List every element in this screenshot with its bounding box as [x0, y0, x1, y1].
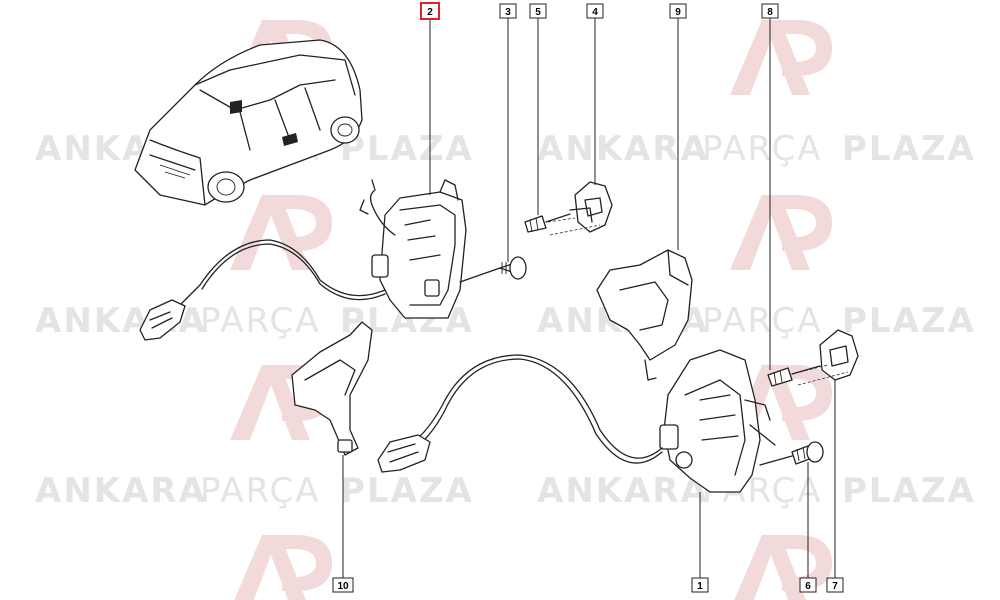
watermark-text-ankara: ANKARA	[537, 471, 709, 511]
car-illustration	[134, 39, 363, 206]
callout-label: 10	[337, 581, 349, 592]
callout-1[interactable]: 1	[691, 577, 709, 593]
callout-label: 4	[592, 7, 598, 18]
callout-6[interactable]: 6	[799, 577, 817, 593]
callout-label: 1	[697, 581, 703, 592]
callout-label: 2	[427, 7, 433, 18]
callout-label: 7	[832, 581, 838, 592]
ap-logo-icon	[230, 195, 332, 270]
callout-label: 8	[767, 7, 773, 18]
watermark-text-ankara: ANKARA	[35, 471, 207, 511]
bracket-10	[291, 321, 373, 456]
watermark-text-plaza: PLAZA	[340, 471, 474, 511]
screw-3	[459, 256, 527, 283]
ap-logo-icon	[734, 535, 832, 600]
callout-2[interactable]: 2	[420, 2, 440, 20]
watermark-text-plaza: PLAZA	[842, 129, 976, 169]
watermark-text-parca: PARÇA	[702, 301, 823, 341]
callout-label: 3	[505, 7, 511, 18]
bracket-9	[596, 249, 693, 381]
watermark-text-plaza: PLAZA	[842, 301, 976, 341]
watermark-text-plaza: PLAZA	[842, 471, 976, 511]
watermark-text-parca: PARÇA	[200, 471, 321, 511]
callout-label: 9	[675, 7, 681, 18]
callout-7[interactable]: 7	[826, 577, 844, 593]
watermark-text-ankara: ANKARA	[537, 129, 709, 169]
watermark-text-parca: PARÇA	[702, 129, 823, 169]
ap-logo-icon	[730, 195, 832, 270]
callout-label: 6	[805, 581, 811, 592]
leader-lines	[342, 18, 836, 578]
watermark-text-parca: PARÇA	[200, 301, 321, 341]
callout-10[interactable]: 10	[332, 577, 354, 593]
screw-6	[759, 441, 824, 466]
callout-3[interactable]: 3	[499, 3, 517, 19]
rear-door-lock	[377, 349, 776, 493]
screw-8	[767, 365, 821, 387]
ap-logo-icon	[730, 20, 832, 95]
front-door-lock	[139, 179, 467, 341]
callout-8[interactable]: 8	[761, 3, 779, 19]
callout-5[interactable]: 5	[529, 3, 547, 19]
striker-7	[797, 329, 859, 386]
watermark-text-plaza: PLAZA	[340, 129, 474, 169]
callout-label: 5	[535, 7, 541, 18]
striker-4	[547, 181, 613, 236]
ap-logo-icon	[234, 535, 332, 600]
callout-4[interactable]: 4	[586, 3, 604, 19]
screw-5	[524, 213, 571, 233]
callout-9[interactable]: 9	[669, 3, 687, 19]
